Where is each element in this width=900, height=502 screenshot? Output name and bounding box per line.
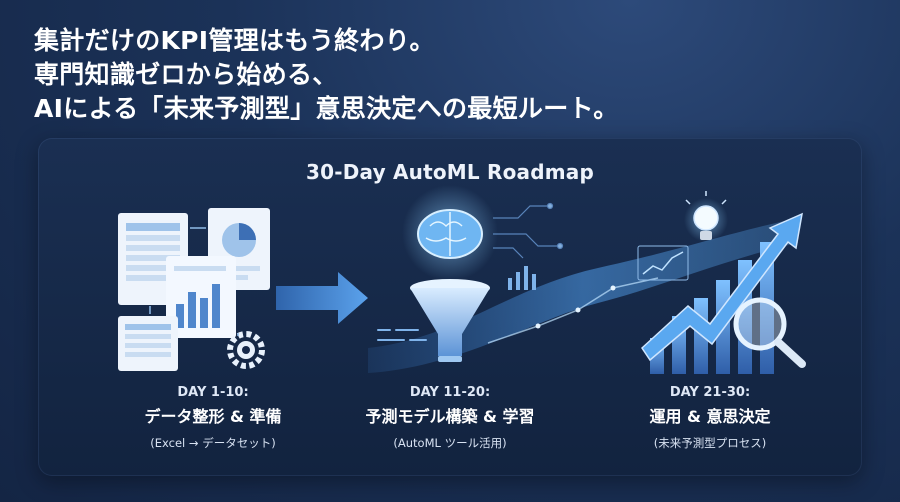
- brain-icon: [417, 209, 483, 259]
- roadmap-panel: 30-Day AutoML Roadmap DAY 1-10: データ整形 & …: [38, 138, 862, 476]
- small-line-chart: [637, 245, 689, 281]
- data-dashes: [377, 329, 427, 341]
- headline-line-2: 専門知識ゼロから始める、: [34, 60, 338, 89]
- headline-line-3: AIによる「未来予測型」意思決定への最短ルート。: [34, 94, 619, 123]
- stage-2: DAY 11-20: 予測モデル構築 & 学習 (AutoML ツール活用): [330, 384, 570, 452]
- headline-line-1: 集計だけのKPI管理はもう終わり。: [34, 26, 435, 55]
- flow-point: [535, 323, 541, 329]
- headline: 集計だけのKPI管理はもう終わり。 専門知識ゼロから始める、 AIによる「未来予…: [34, 24, 874, 126]
- lightbulb-icon: [684, 191, 728, 242]
- spreadsheet-icon: [118, 316, 178, 371]
- mini-bar-chart: [508, 266, 536, 290]
- stage-3: DAY 21-30: 運用 & 意思決定 (未来予測型プロセス): [590, 384, 830, 452]
- stage-day: DAY 21-30:: [669, 385, 751, 400]
- growth-arrow-icon: [641, 212, 803, 362]
- funnel-icon: [410, 279, 490, 362]
- magnifier-icon: [733, 297, 806, 368]
- stage-day: DAY 11-20:: [409, 385, 491, 400]
- stage-name: 運用 & 意思決定: [649, 407, 771, 426]
- gear-icon: [227, 331, 265, 369]
- roadmap-illustration: [118, 185, 806, 374]
- arrow-right-icon: [276, 272, 368, 324]
- stage-day: DAY 1-10:: [177, 385, 249, 400]
- stage-note: (AutoML ツール活用): [393, 436, 507, 450]
- flow-point: [610, 285, 616, 291]
- stage-name: データ整形 & 準備: [144, 407, 282, 426]
- stage-note: (未来予測型プロセス): [653, 436, 767, 450]
- stage-1: DAY 1-10: データ整形 & 準備 (Excel → データセット): [93, 384, 333, 452]
- flow-point: [575, 307, 581, 313]
- circuit-lines: [493, 202, 564, 259]
- stage-name: 予測モデル構築 & 学習: [365, 407, 535, 426]
- flow-ribbon: [368, 218, 798, 373]
- roadmap-title: 30-Day AutoML Roadmap: [305, 160, 595, 184]
- bar-chart-icon: [166, 256, 236, 338]
- stage-note: (Excel → データセット): [150, 436, 276, 450]
